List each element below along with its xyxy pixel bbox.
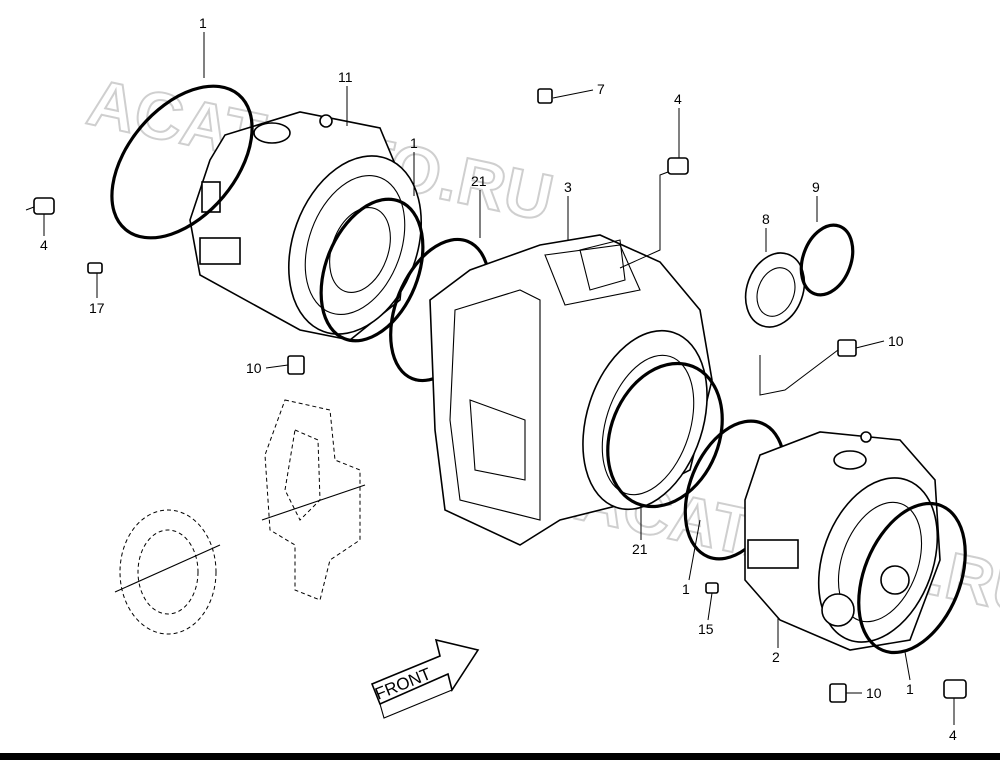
washer-8	[744, 252, 806, 328]
right-housing-2	[744, 431, 941, 651]
plug-10-left	[287, 355, 305, 375]
callout-8: 8	[762, 211, 770, 227]
callout-17: 17	[89, 300, 105, 316]
plug-10-right	[837, 339, 857, 357]
callout-1-top: 1	[199, 15, 207, 31]
callout-10-left: 10	[246, 360, 262, 376]
callout-9: 9	[812, 179, 820, 195]
plug-15	[705, 582, 719, 594]
callout-10-bottom: 10	[866, 685, 882, 701]
o-ring-1-top	[110, 84, 254, 240]
front-label: FRONT	[372, 664, 433, 704]
plug-17	[87, 262, 103, 274]
callout-1-mid: 1	[410, 135, 418, 151]
callout-11: 11	[338, 69, 353, 85]
plug-4-bottom	[943, 679, 967, 699]
snap-ring-9	[799, 223, 855, 297]
callout-10-right: 10	[888, 333, 904, 349]
bottom-border	[0, 753, 1000, 760]
callout-4-left: 4	[40, 237, 48, 253]
plug-10-bottom	[829, 683, 847, 703]
o-ring-1-mid	[319, 197, 425, 343]
o-ring-1-bottom	[857, 501, 967, 655]
callout-3: 3	[564, 179, 572, 195]
plug-7	[537, 88, 553, 104]
front-arrow: FRONT	[370, 638, 480, 719]
callout-2: 2	[772, 649, 780, 665]
callout-15: 15	[698, 621, 714, 637]
center-housing-3	[429, 234, 713, 546]
callout-1-bottom: 1	[906, 681, 914, 697]
phantom-plate-center	[261, 399, 366, 601]
leader-lines	[43, 32, 955, 725]
plug-4-left	[25, 197, 55, 215]
callout-7: 7	[597, 81, 605, 97]
callout-4-bottom: 4	[949, 727, 957, 743]
phantom-plate-left	[114, 509, 221, 635]
o-ring-21-bottom	[606, 361, 724, 509]
callout-21-bottom: 21	[632, 541, 648, 557]
plug-4-top	[667, 157, 689, 175]
callout-21-top: 21	[471, 173, 487, 189]
callout-1-lower: 1	[682, 581, 690, 597]
callout-4-top: 4	[674, 91, 682, 107]
